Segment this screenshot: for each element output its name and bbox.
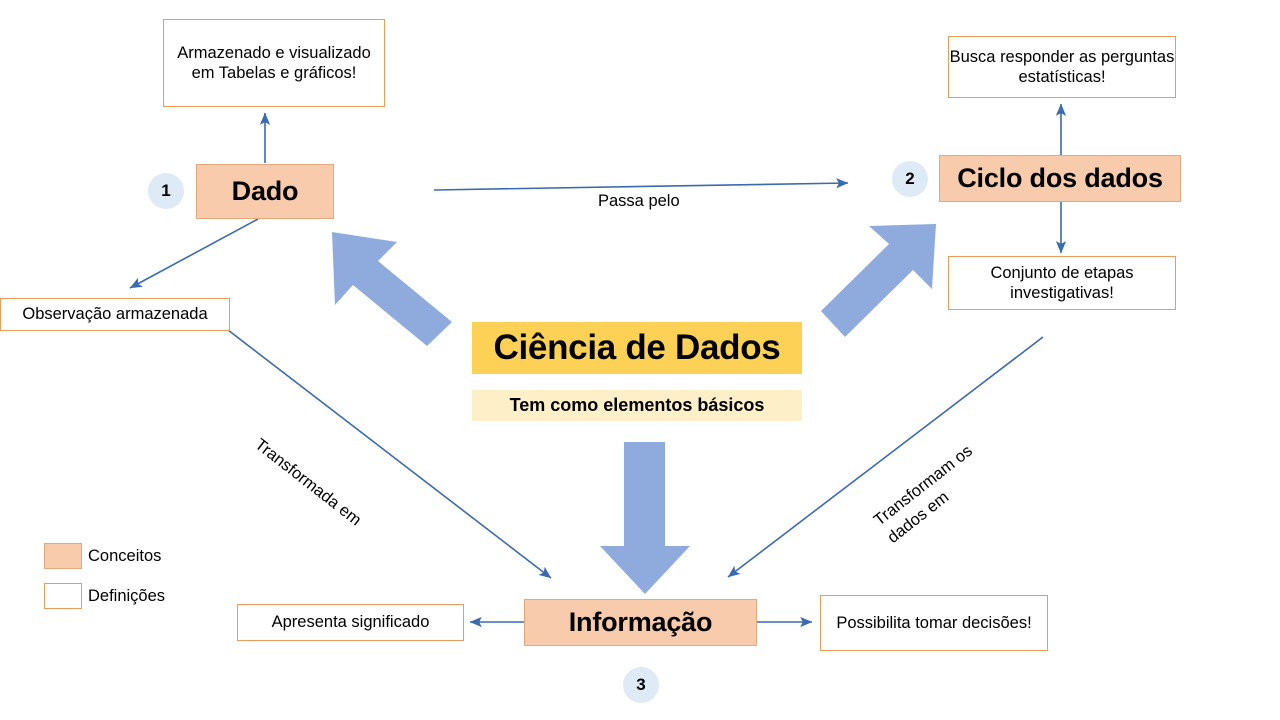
legend-text: Conceitos (88, 547, 162, 565)
step-number-3: 3 (623, 667, 659, 703)
definition-label: Observação armazenada (22, 305, 208, 324)
block-arrow-to-ciclo (821, 224, 936, 337)
step-number-label: 3 (636, 675, 646, 694)
edge-label-text: Transformam os dados em (870, 442, 977, 547)
legend-text: Definições (88, 587, 166, 605)
legend-label-definicoes: Definições (88, 587, 165, 606)
center-subtitle: Tem como elementos básicos (472, 390, 802, 421)
concept-label: Informação (568, 607, 713, 638)
concept-informacao: Informação (524, 599, 757, 646)
block-arrow-to-dado (332, 232, 452, 346)
edge-label-passa-pelo: Passa pelo (598, 170, 680, 211)
concept-label: Ciclo dos dados (957, 163, 1163, 194)
step-number-2: 2 (892, 161, 928, 197)
step-number-label: 2 (905, 169, 915, 188)
concept-label: Dado (231, 176, 299, 207)
center-title-label: Ciência de Dados (493, 328, 781, 367)
definition-busca-responder: Busca responder as perguntas estatística… (948, 36, 1176, 98)
definition-possibilita-tomar: Possibilita tomar decisões! (820, 595, 1048, 651)
concept-ciclo-dos-dados: Ciclo dos dados (939, 155, 1181, 202)
definition-label: Armazenado e visualizado em Tabelas e gr… (177, 43, 371, 82)
legend-swatch-definicoes (44, 583, 82, 609)
step-number-label: 1 (161, 181, 171, 200)
edge-label-transformam-dados: Transformam os dados em (857, 424, 991, 548)
definition-label: Conjunto de etapas investigativas! (990, 263, 1134, 302)
edge-label-text: Passa pelo (598, 191, 680, 210)
center-title: Ciência de Dados (472, 322, 802, 374)
definition-conjunto-etapas: Conjunto de etapas investigativas! (948, 256, 1176, 310)
legend-label-conceitos: Conceitos (88, 547, 161, 566)
definition-label: Possibilita tomar decisões! (836, 613, 1032, 632)
concept-dado: Dado (196, 164, 334, 219)
edge-label-text: Transformada em (251, 435, 365, 530)
definition-armazenado-visualizado: Armazenado e visualizado em Tabelas e gr… (163, 19, 385, 107)
definition-apresenta-significado: Apresenta significado (237, 604, 464, 641)
definition-label: Apresenta significado (271, 613, 430, 632)
definition-label: Busca responder as perguntas estatística… (949, 47, 1175, 86)
arrow-dado-to-observacao (129, 218, 259, 289)
definition-observacao-armazenada: Observação armazenada (0, 298, 230, 331)
edge-label-transformada-em: Transformada em (250, 418, 379, 532)
center-subtitle-label: Tem como elementos básicos (509, 395, 765, 415)
block-arrow-to-informacao (600, 442, 690, 594)
step-number-1: 1 (148, 173, 184, 209)
legend-swatch-conceitos (44, 543, 82, 569)
